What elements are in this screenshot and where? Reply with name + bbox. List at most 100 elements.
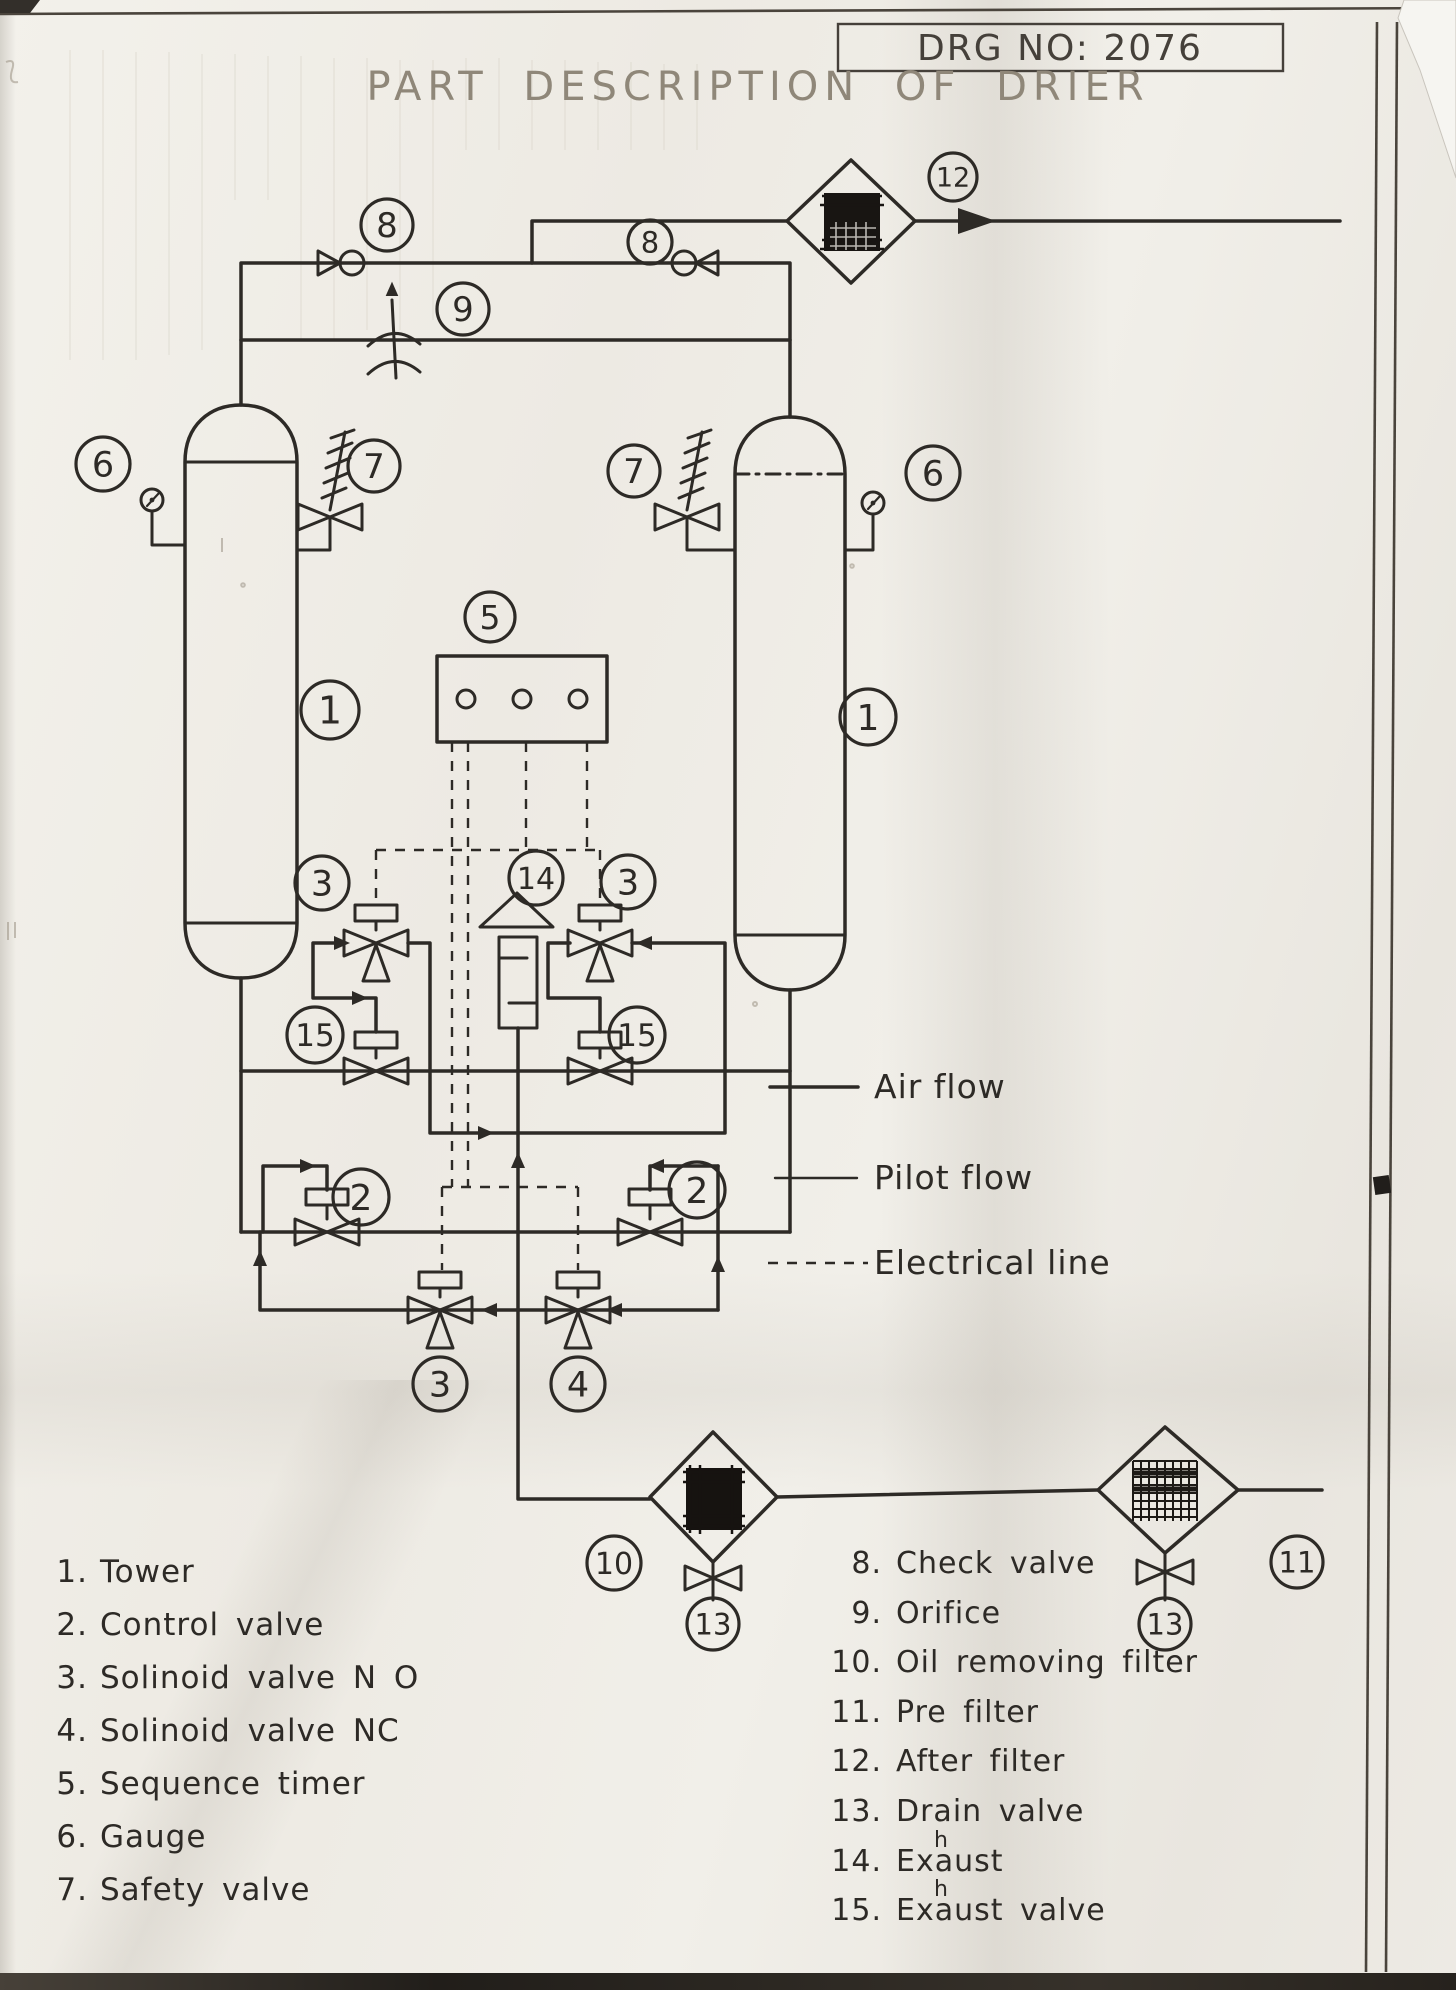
svg-text:15: 15 <box>295 1018 334 1054</box>
parts-list-item: 11.Pre filter <box>831 1695 1038 1730</box>
svg-text:12: 12 <box>936 163 970 194</box>
svg-text:Oil removing filter: Oil removing filter <box>896 1645 1198 1680</box>
drg-number: DRG NO: 2076 <box>917 28 1203 69</box>
legend-pilot-flow: Pilot flow <box>874 1158 1033 1197</box>
svg-text:Sequence timer: Sequence timer <box>100 1766 366 1802</box>
solenoid-valve-no-right <box>566 903 634 983</box>
balloon-8: 8 <box>359 197 415 253</box>
svg-text:11: 11 <box>1279 1545 1316 1579</box>
paper-crease <box>0 1380 520 1980</box>
svg-text:5: 5 <box>480 598 501 637</box>
svg-text:7: 7 <box>363 447 385 487</box>
svg-text:10: 10 <box>595 1547 633 1582</box>
faint-grid-lines <box>69 50 698 360</box>
balloon-6: 6 <box>74 435 132 493</box>
svg-text:2.: 2. <box>56 1607 88 1643</box>
parts-list-item: 12. After filter <box>831 1744 1065 1779</box>
balloon-7: 7 <box>346 438 402 494</box>
drg-number-box: DRG NO: 2076 <box>836 22 1285 73</box>
svg-text:Drain valve: Drain valve <box>896 1794 1084 1829</box>
oil-removing-filter <box>648 1430 779 1602</box>
flow-arrows <box>253 936 725 1317</box>
handwritten-correction: h <box>934 1877 948 1902</box>
svg-text:3.: 3. <box>56 1660 88 1696</box>
pre-filter <box>1096 1425 1240 1602</box>
svg-text:10.: 10. <box>831 1645 882 1680</box>
svg-text:5.: 5. <box>56 1766 88 1802</box>
svg-text:4.: 4. <box>56 1713 88 1749</box>
parts-list-item: 2.Control valve <box>56 1607 323 1643</box>
svg-text:4: 4 <box>567 1366 589 1406</box>
control-valve-right <box>616 1187 684 1247</box>
balloon-8: 8 <box>626 218 674 266</box>
svg-text:After filter: After filter <box>896 1744 1065 1779</box>
svg-text:Check valve: Check valve <box>896 1546 1096 1581</box>
svg-text:8.: 8. <box>851 1546 882 1581</box>
orifice <box>366 281 422 380</box>
exhaust-valve-right <box>566 1030 634 1086</box>
balloon-3: 3 <box>599 853 657 911</box>
svg-text:Exaust: Exaust <box>896 1844 1004 1879</box>
photo-bottom-edge <box>0 1973 1456 1990</box>
balloon-4: 4 <box>549 1355 607 1413</box>
parts-list-left: 1.Tower 2.Control valve 3. Solinoid valve N… <box>56 1554 419 1908</box>
solenoid-valve-no-left <box>342 903 410 983</box>
parts-list-item: 5. Sequence timer <box>56 1766 366 1802</box>
balloon-1: 1 <box>299 679 361 741</box>
svg-text:15.: 15. <box>831 1893 882 1928</box>
svg-text:Solinoid valve N O: Solinoid valve N O <box>100 1660 419 1696</box>
svg-text:2: 2 <box>350 1178 373 1219</box>
legend-air-flow: Air flow <box>874 1067 1006 1106</box>
svg-text:11.: 11. <box>831 1695 882 1730</box>
svg-text:8: 8 <box>641 225 659 259</box>
svg-text:6.: 6. <box>56 1819 88 1855</box>
after-filter <box>785 158 996 285</box>
svg-text:12.: 12. <box>831 1744 882 1779</box>
parts-list-item: 13. Drain valve <box>831 1794 1084 1829</box>
solenoid-valve-nc-bottom <box>544 1270 612 1350</box>
electrical-lines <box>374 742 602 1270</box>
legend-electrical-line: Electrical line <box>874 1243 1111 1282</box>
exhaust-valve-left <box>342 1030 410 1086</box>
svg-text:13.: 13. <box>831 1794 882 1829</box>
svg-text:Safety valve: Safety valve <box>100 1872 310 1908</box>
svg-text:6: 6 <box>92 446 114 486</box>
solenoid-valve-no-bottom <box>406 1270 474 1350</box>
balloon-2: 2 <box>331 1167 391 1227</box>
gauge-right <box>860 490 886 516</box>
svg-text:7.: 7. <box>56 1872 88 1908</box>
paper-crease <box>0 1270 1456 1490</box>
handwritten-correction: h <box>934 1828 948 1853</box>
balloon-12: 12 <box>927 151 979 203</box>
safety-valve-right <box>653 428 721 532</box>
balloon-9: 9 <box>435 281 491 337</box>
parts-list-item: 6. Gauge <box>56 1819 206 1855</box>
tower-right <box>733 415 847 992</box>
parts-list-item: 8. Check valve <box>851 1546 1096 1581</box>
gauge-left <box>139 487 165 513</box>
svg-text:14.: 14. <box>831 1844 882 1879</box>
exhaust-muffler <box>478 891 555 1030</box>
svg-text:3: 3 <box>429 1366 451 1406</box>
svg-text:15: 15 <box>617 1018 656 1054</box>
svg-text:8: 8 <box>376 206 398 246</box>
balloon-14: 14 <box>507 849 565 907</box>
balloon-5: 5 <box>463 590 517 644</box>
balloon-10: 10 <box>585 1534 643 1592</box>
balloon-15: 15 <box>607 1005 667 1065</box>
svg-text:Gauge: Gauge <box>100 1819 206 1855</box>
paper-edge-shadow <box>0 0 16 1990</box>
balloon-13: 13 <box>685 1596 741 1652</box>
svg-text:7: 7 <box>623 452 645 492</box>
svg-text:13: 13 <box>695 1607 732 1641</box>
svg-text:9: 9 <box>452 290 474 330</box>
balloon-13: 13 <box>1137 1596 1193 1652</box>
balloon-11: 11 <box>1269 1534 1325 1590</box>
parts-list-item: 1.Tower <box>56 1554 193 1590</box>
balloon-3: 3 <box>293 854 351 912</box>
